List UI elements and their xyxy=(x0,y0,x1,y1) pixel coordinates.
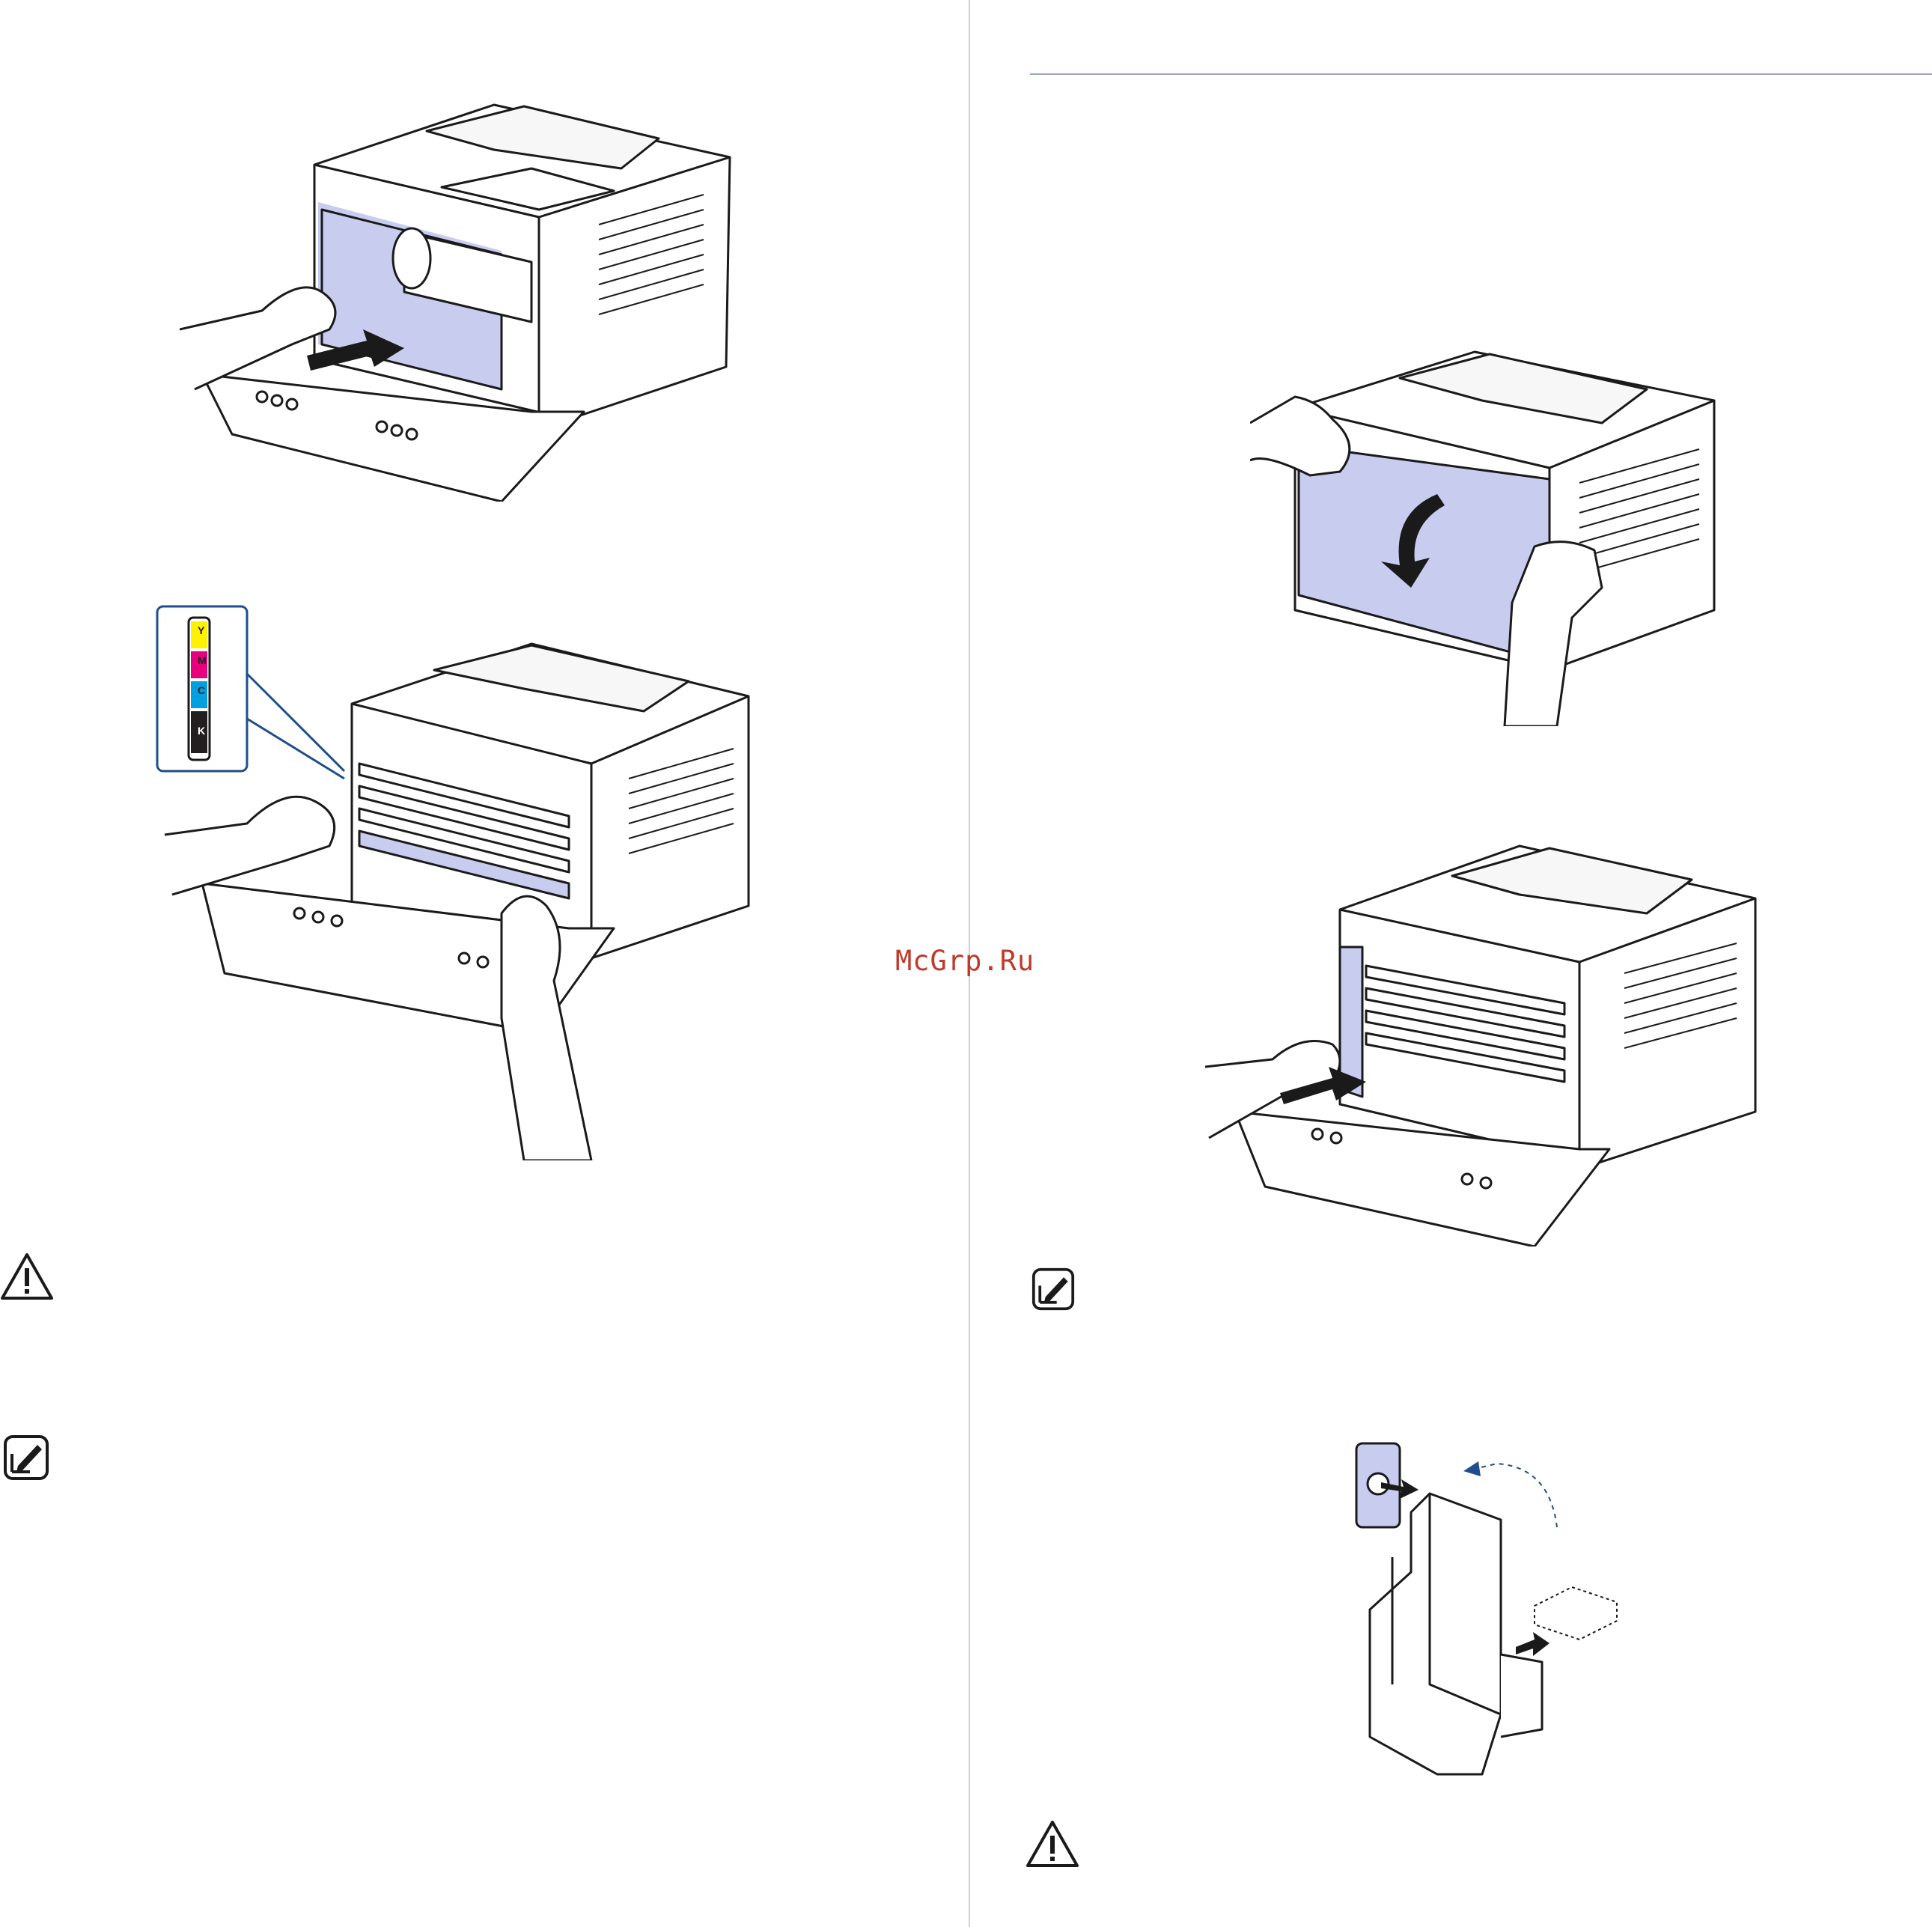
illustration-insert-imaging-unit xyxy=(180,97,741,502)
note-pencil-icon xyxy=(3,1434,49,1481)
sticker-label-y: Y xyxy=(198,624,205,636)
watermark: McGrp.Ru xyxy=(895,945,1035,977)
illustration-waste-toner-cap xyxy=(1347,1437,1624,1782)
sticker-label-m: M xyxy=(198,654,207,666)
sticker-label-c: C xyxy=(198,684,206,696)
column-divider xyxy=(969,0,970,1927)
caution-triangle-icon-right xyxy=(1026,1819,1079,1869)
illustration-open-front-cover xyxy=(1250,348,1722,726)
illustration-toner-slots xyxy=(150,599,764,1160)
sticker-label-k: K xyxy=(198,725,206,737)
illustration-remove-waste-toner xyxy=(1205,842,1759,1246)
note-pencil-icon-right xyxy=(1031,1267,1075,1311)
caution-triangle-icon xyxy=(0,1252,54,1301)
header-rule xyxy=(1030,73,1932,75)
